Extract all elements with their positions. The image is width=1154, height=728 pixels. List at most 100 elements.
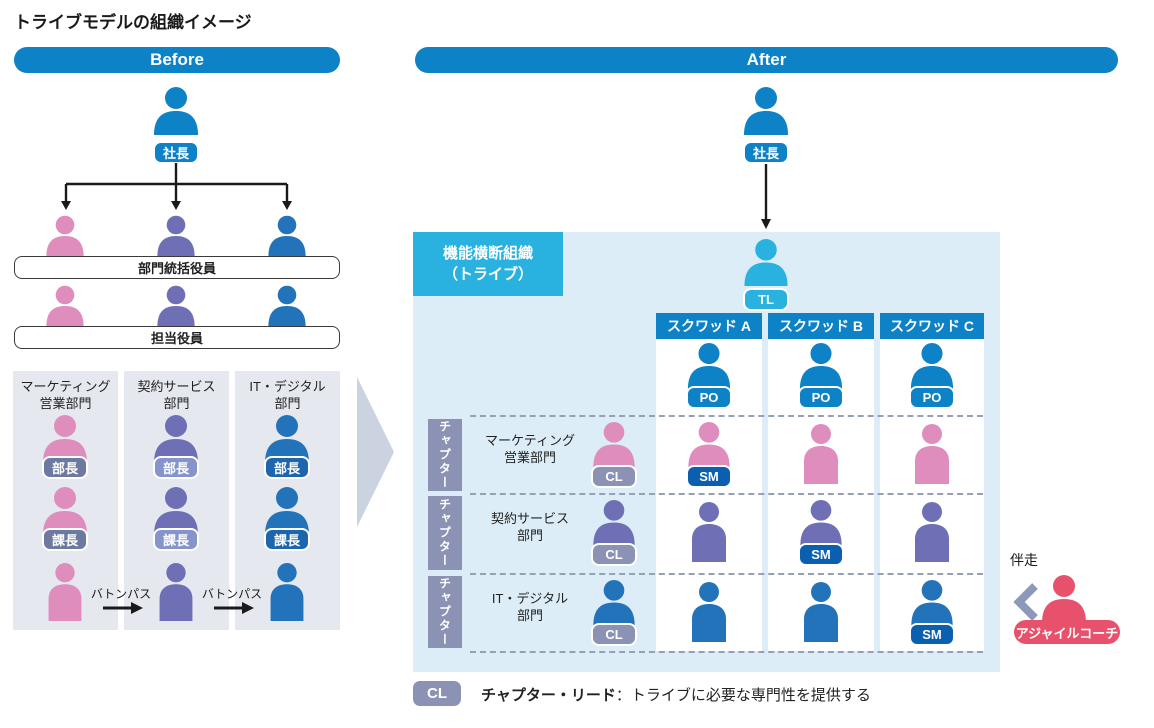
dept-chief: 課長 [37,487,93,551]
chapter-lead: CL [586,422,642,488]
chapter-dept-label: IT・デジタル 部門 [491,591,569,623]
baton-pass-arrow-icon [214,602,254,614]
person-icon [915,424,949,484]
product-owner: PO [793,343,849,409]
person-icon [268,215,306,257]
person-icon [804,582,838,642]
chapter-bar: チャプター [428,576,462,648]
person-icon [911,580,953,625]
person-icon [687,343,731,389]
row-divider [470,573,983,575]
scrum-master: SM [681,422,737,488]
chevron-left-icon [1013,583,1038,621]
person-icon [799,343,843,389]
cl-badge: CL [591,543,637,566]
chief-badge: 課長 [153,528,199,551]
executive-person [265,215,309,257]
person-icon [744,239,788,286]
exec-bar-bottom: 担当役員 [14,326,340,349]
tl-badge: TL [743,288,789,311]
dept-panel-marketing: マーケティング 営業部門 部長 課長 [13,371,118,630]
person-icon [1042,575,1086,623]
dept-member [262,563,312,621]
scrum-master: SM [904,580,960,646]
squad-c-header: スクワッド C [880,313,984,339]
page-title: トライブモデルの組織イメージ [14,13,252,32]
dept-manager: 部長 [259,415,315,479]
person-icon [910,343,954,389]
dept-chief: 課長 [259,487,315,551]
person-icon [744,87,788,135]
person-icon [157,285,195,327]
person-icon [692,502,726,562]
chapter-bar: チャプター [428,496,462,570]
person-icon [270,563,304,621]
squad-member [684,502,734,562]
president-after: 社長 [738,86,794,164]
person-icon [159,563,193,621]
legend-cl-badge: CL [413,681,461,706]
chapter-lead: CL [586,580,642,646]
sm-badge: SM [909,623,955,646]
person-icon [268,285,306,327]
tribe-label: 機能横断組織 （トライブ） [413,232,563,296]
person-icon [46,215,84,257]
dept-panel-title: 契約サービス 部門 [137,379,216,411]
dept-member [40,563,90,621]
executive-person [154,285,198,327]
cl-badge: CL [591,623,637,646]
person-icon [915,502,949,562]
squad-a-header: スクワッド A [656,313,762,339]
president-down-arrow-icon [761,164,771,229]
person-icon [593,422,635,467]
baton-pass-arrow-icon [103,602,143,614]
sm-badge: SM [798,543,844,566]
chief-badge: 課長 [42,528,88,551]
person-icon [157,215,195,257]
baton-pass-label: バトンパス [201,587,263,601]
person-icon [804,424,838,484]
tribe-lead: TL [738,239,794,311]
person-icon [800,500,842,545]
po-badge: PO [798,386,844,409]
squad-member [684,582,734,642]
squad-member [796,582,846,642]
row-divider [470,415,983,417]
dept-chief: 課長 [148,487,204,551]
dept-panel-it: IT・デジタル 部門 部長 課長 [235,371,340,630]
row-divider [470,493,983,495]
dept-panel-title: IT・デジタル 部門 [249,379,326,411]
before-header: Before [14,47,340,73]
sm-badge: SM [686,465,732,488]
person-icon [46,285,84,327]
chief-badge: 課長 [264,528,310,551]
person-icon [593,500,635,545]
chapter-bar: チャプター [428,419,462,491]
exec-bar-top: 部門統括役員 [14,256,340,279]
chapter-dept-label: 契約サービス 部門 [490,511,569,543]
cl-badge: CL [591,465,637,488]
po-badge: PO [909,386,955,409]
person-icon [154,87,198,135]
president-badge: 社長 [743,141,789,164]
chapter-dept-label: マーケティング 営業部門 [485,433,575,465]
agile-coach-badge: アジャイルコーチ [1014,620,1120,644]
executive-person [43,215,87,257]
transition-arrow-icon [357,377,394,527]
accompany-label: 伴走 [1010,552,1038,568]
after-header: After [415,47,1118,73]
org-tree-arrows-icon [61,163,292,210]
dept-panel-title: マーケティング 営業部門 [20,379,111,411]
dept-panel-contract: 契約サービス 部門 部長 課長 [124,371,229,630]
executive-person [265,285,309,327]
executive-person [154,215,198,257]
person-icon [593,580,635,625]
president-before: 社長 [148,86,204,164]
squad-member [796,424,846,484]
product-owner: PO [904,343,960,409]
person-icon [692,582,726,642]
executive-person [43,285,87,327]
tribe-box: 機能横断組織 （トライブ） TL スクワッド A スクワッド B スクワッド C… [413,232,1000,672]
baton-pass-label: バトンパス [90,587,152,601]
